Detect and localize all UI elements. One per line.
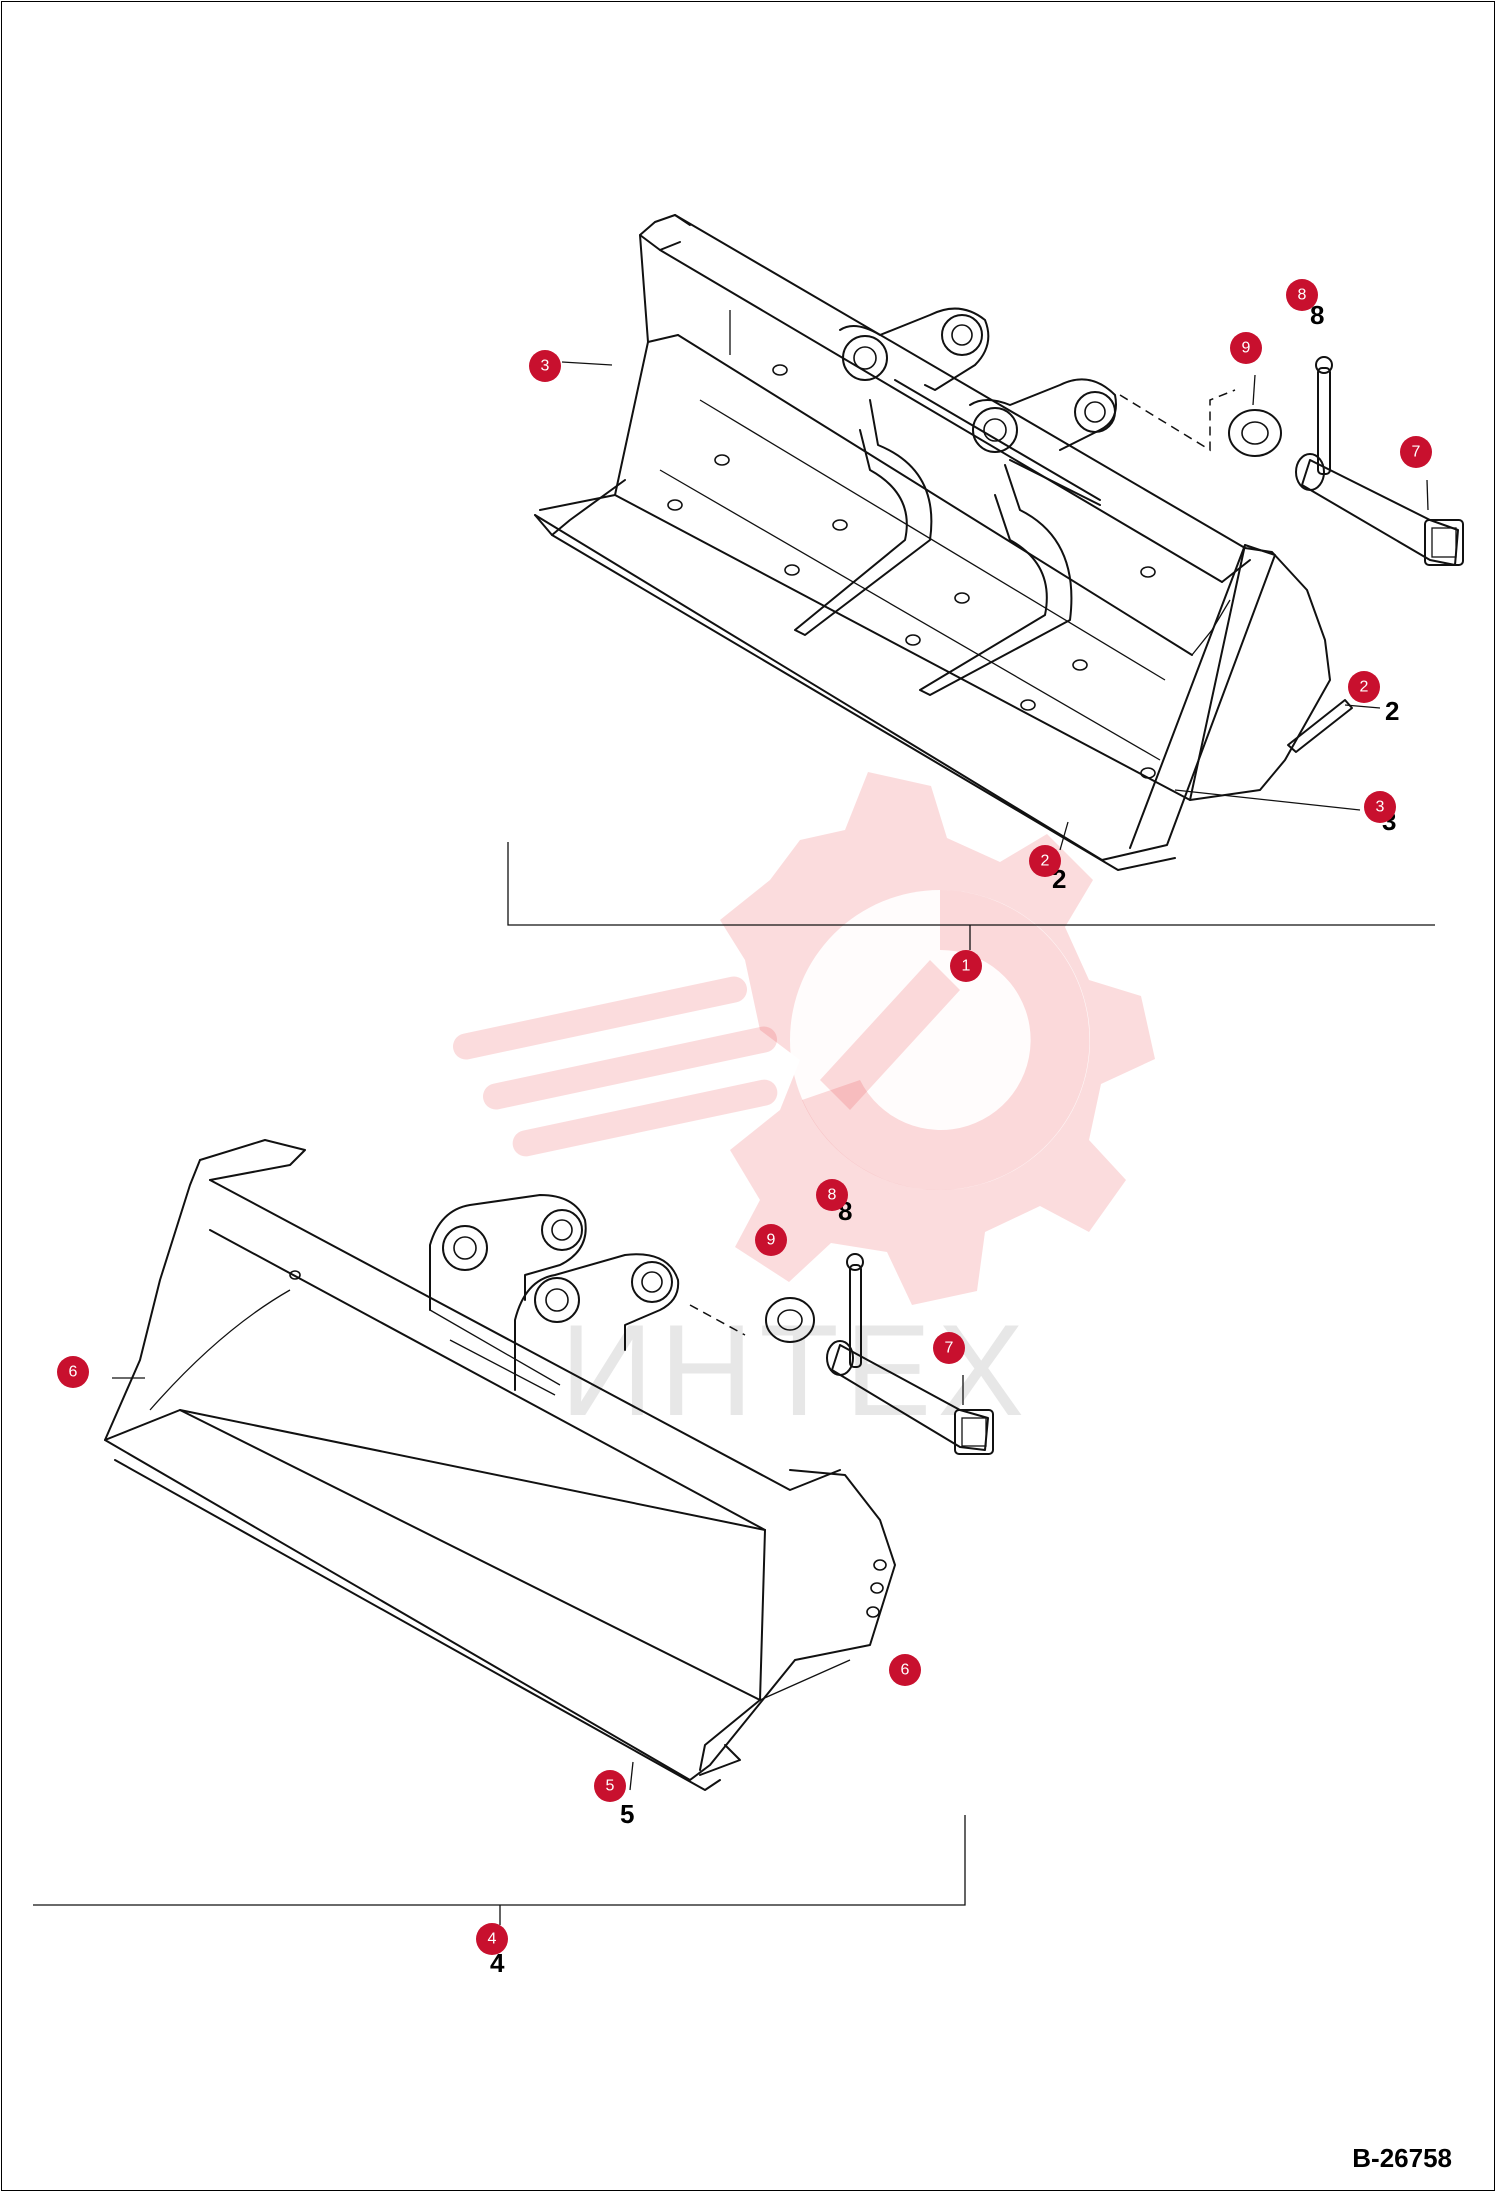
svg-text:2: 2 [1360,679,1369,696]
lower-callouts: 8 9 7 6 6 5 4 [57,1179,965,1955]
washer-icon [765,1297,815,1343]
callout-badge[interactable]: 3 [529,350,561,382]
drawing-number: B-26758 [1352,2143,1452,2173]
lower-bucket [104,1139,896,1791]
part-label: 5 [620,1799,634,1829]
svg-text:2: 2 [1041,853,1050,870]
upper-bucket-holes [667,364,1156,779]
lower-group-bracket [33,1815,966,1925]
svg-text:6: 6 [901,1662,910,1679]
upper-group-bracket [507,842,1435,950]
callout-badge[interactable]: 7 [933,1332,965,1364]
svg-text:8: 8 [1298,287,1307,304]
watermark-text: ИНТЕХ [560,1297,1030,1443]
svg-text:3: 3 [1376,799,1385,816]
callout-badge[interactable]: 4 [476,1923,508,1955]
svg-text:1: 1 [962,958,971,975]
svg-text:4: 4 [488,1931,497,1948]
svg-text:6: 6 [69,1364,78,1381]
callout-badge[interactable]: 9 [755,1224,787,1256]
callout-badge[interactable]: 8 [1286,279,1318,311]
lower-pin-assembly [689,1253,994,1455]
upper-callouts: 8 9 7 3 2 3 2 1 [529,279,1432,982]
washer-icon [1228,409,1282,457]
svg-text:3: 3 [541,358,550,375]
part-label: 2 [1385,696,1399,726]
callout-badge[interactable]: 2 [1348,671,1380,703]
callout-badge[interactable]: 6 [889,1654,921,1686]
watermark-logo: ИНТЕХ [452,772,1155,1443]
callout-badge[interactable]: 5 [594,1770,626,1802]
svg-text:9: 9 [1242,340,1251,357]
part-label: 4 [490,1948,505,1978]
svg-text:7: 7 [1412,444,1421,461]
callout-badge[interactable]: 3 [1364,791,1396,823]
upper-pin-assembly [1119,356,1464,566]
callout-badge[interactable]: 9 [1230,332,1262,364]
callout-badge[interactable]: 6 [57,1356,89,1388]
upper-bucket [534,214,1381,871]
svg-text:7: 7 [945,1340,954,1357]
callout-badge[interactable]: 1 [950,950,982,982]
part-label: 8 [1310,300,1324,330]
callout-badge[interactable]: 2 [1029,845,1061,877]
svg-text:5: 5 [606,1778,615,1795]
svg-text:9: 9 [767,1232,776,1249]
svg-text:8: 8 [828,1187,837,1204]
callout-badge[interactable]: 7 [1400,436,1432,468]
callout-badge[interactable]: 8 [816,1179,848,1211]
